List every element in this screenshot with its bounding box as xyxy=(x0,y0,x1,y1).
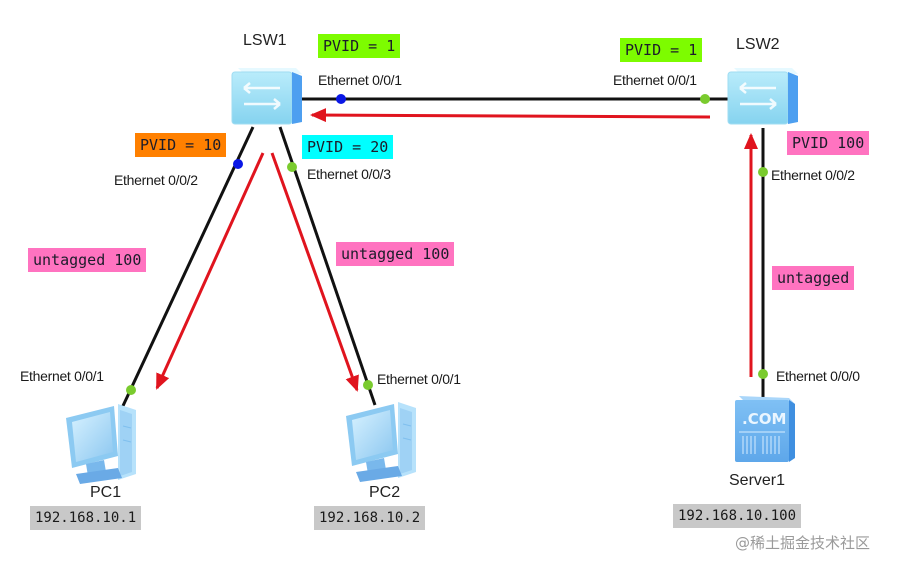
ip-label-server1: 192.168.10.100 xyxy=(673,504,802,528)
port-label-lsw2-e001: Ethernet 0/0/1 xyxy=(613,72,697,88)
port-label-lsw2-e002: Ethernet 0/0/2 xyxy=(771,167,855,183)
frame-tag-pc2-link: untagged 100 xyxy=(336,242,455,266)
port-dot-pc1-e001[interactable] xyxy=(126,385,136,395)
ip-label-pc2: 192.168.10.2 xyxy=(314,506,426,530)
switch-lsw1[interactable] xyxy=(231,68,302,125)
port-dots xyxy=(126,94,768,395)
pvid-tag-lsw2-e002: PVID 100 xyxy=(787,131,870,155)
port-label-pc2-e001: Ethernet 0/0/1 xyxy=(377,371,461,387)
link-lsw1-pc1[interactable] xyxy=(120,126,255,409)
watermark: @稀土掘金技术社区 xyxy=(735,534,871,552)
port-label-lsw1-e002: Ethernet 0/0/2 xyxy=(114,172,198,188)
device-name-lsw2: LSW2 xyxy=(736,36,780,53)
pc-icon xyxy=(66,404,136,484)
pvid-tag-lsw2-e001: PVID = 1 xyxy=(620,38,703,62)
flow-arrow-lsw1-to-pc2 xyxy=(270,152,359,392)
pvid-tag-lsw1-e003: PVID = 20 xyxy=(302,135,394,159)
frame-tag-pc1-link: untagged 100 xyxy=(28,248,147,272)
device-name-pc2: PC2 xyxy=(369,484,401,501)
pvid-tag-lsw1-e001: PVID = 1 xyxy=(318,34,401,58)
switch-lsw2[interactable] xyxy=(727,68,798,125)
server-server1[interactable]: .COM xyxy=(735,396,795,462)
ip-label-pc1: 192.168.10.1 xyxy=(30,506,142,530)
device-name-pc1: PC1 xyxy=(90,484,122,501)
port-dot-lsw2-e001[interactable] xyxy=(700,94,710,104)
device-name-lsw1: LSW1 xyxy=(243,32,287,49)
flow-arrow-lsw2-to-lsw1 xyxy=(310,108,711,123)
server-icon-text: .COM xyxy=(742,410,786,428)
port-label-lsw1-e003: Ethernet 0/0/3 xyxy=(307,166,391,182)
pc-icon xyxy=(346,402,416,482)
port-dot-server1-e000[interactable] xyxy=(758,369,768,379)
port-dot-lsw1-e001[interactable] xyxy=(336,94,346,104)
port-label-lsw1-e001: Ethernet 0/0/1 xyxy=(318,72,402,88)
port-dot-lsw1-e002[interactable] xyxy=(233,159,243,169)
port-label-pc1-e001: Ethernet 0/0/1 xyxy=(20,368,104,384)
port-dot-lsw1-e003[interactable] xyxy=(287,162,297,172)
frame-tag-server-link: untagged xyxy=(772,266,855,290)
pvid-tag-lsw1-e002: PVID = 10 xyxy=(135,133,227,157)
pc-pc1[interactable] xyxy=(66,404,136,484)
link-lsw1-pc2[interactable] xyxy=(278,126,377,406)
flow-arrow-lsw1-to-pc1 xyxy=(155,152,265,390)
port-label-server1-e000: Ethernet 0/0/0 xyxy=(776,368,860,384)
port-dot-pc2-e001[interactable] xyxy=(363,380,373,390)
device-name-server1: Server1 xyxy=(729,472,786,489)
server-icon: .COM xyxy=(735,396,795,462)
port-dot-lsw2-e002[interactable] xyxy=(758,167,768,177)
flow-arrows xyxy=(155,108,758,392)
pc-pc2[interactable] xyxy=(346,402,416,482)
